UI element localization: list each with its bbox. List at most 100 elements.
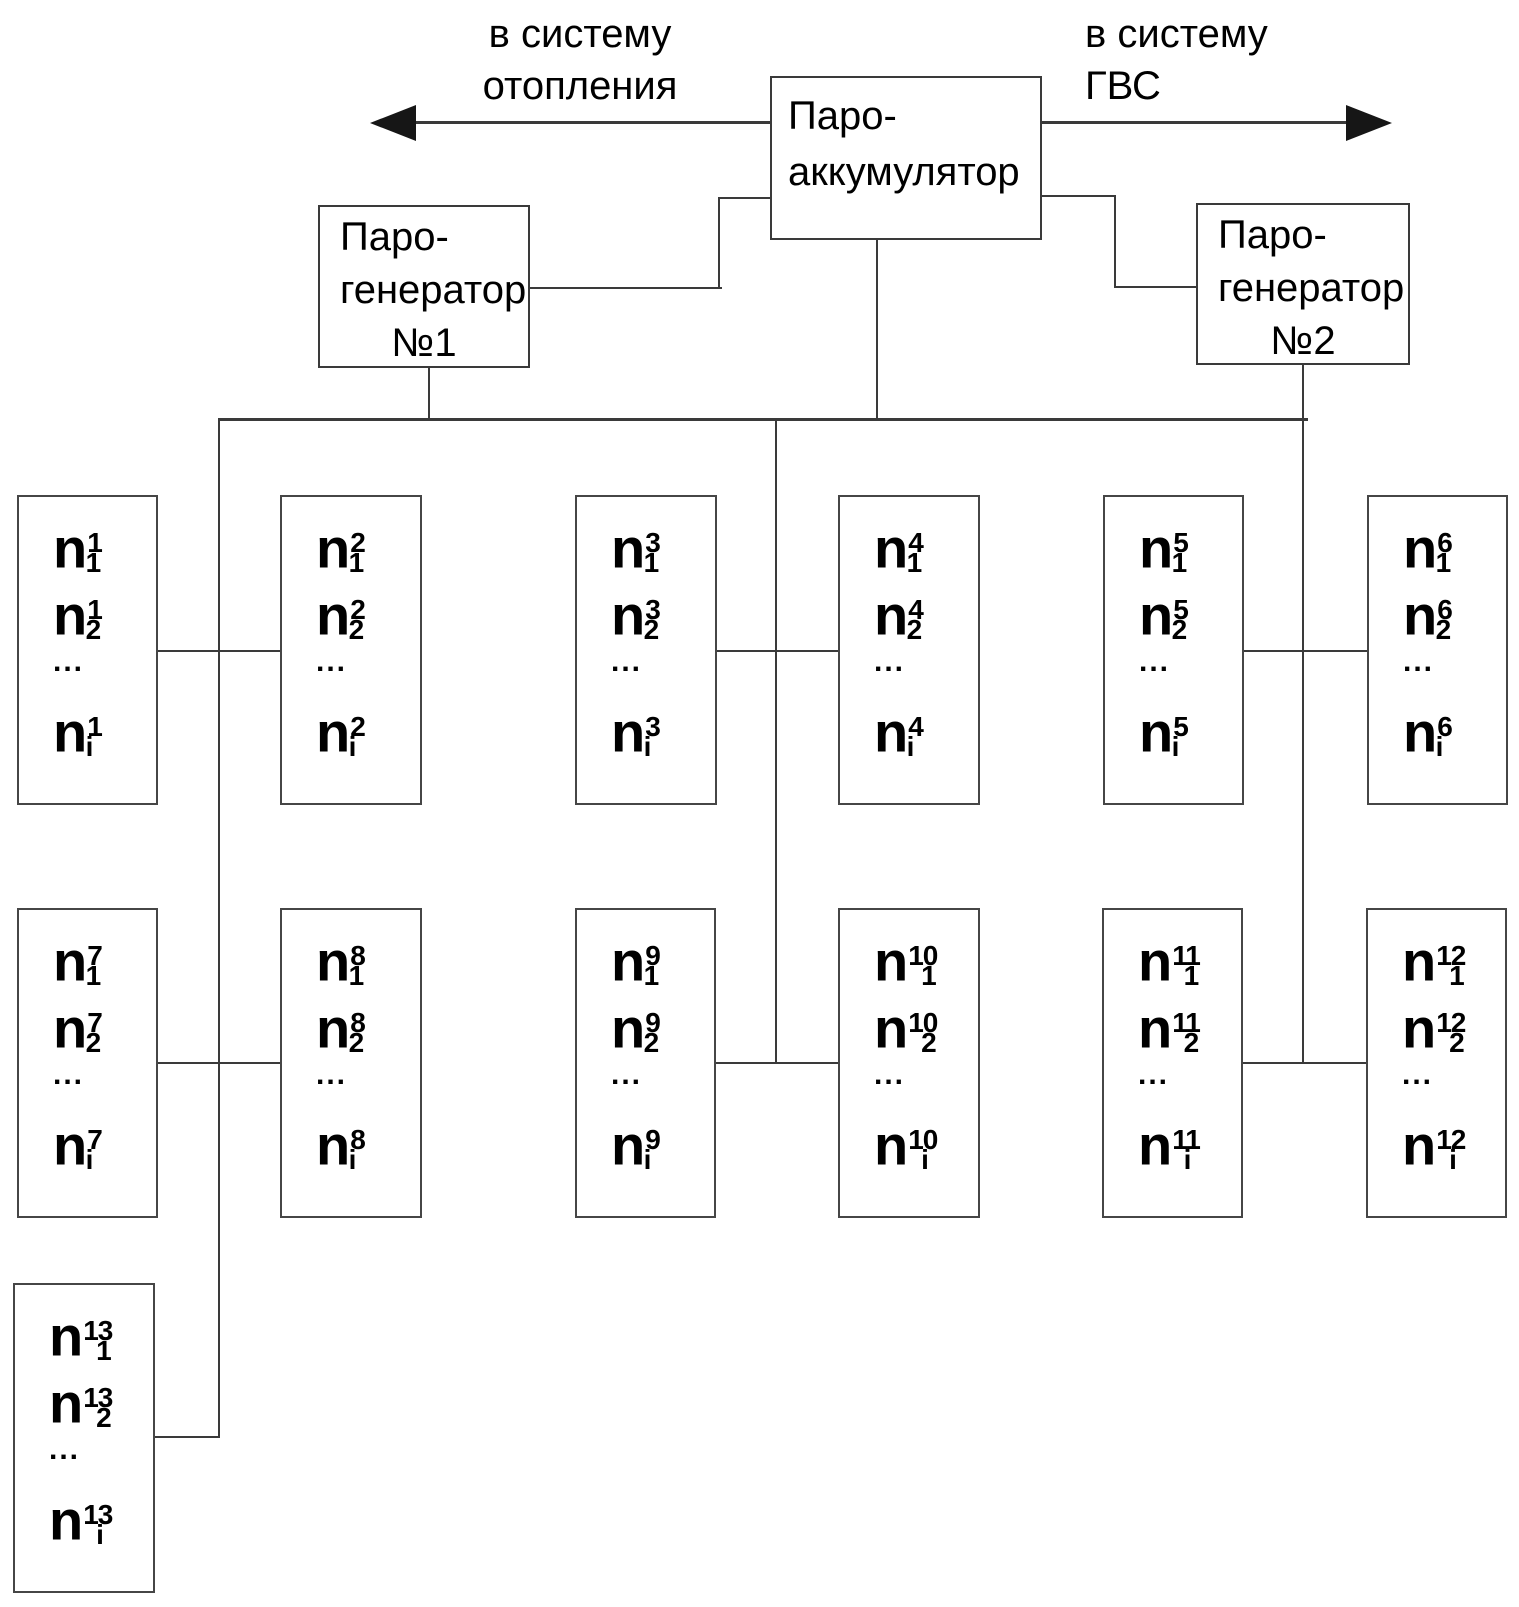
ellipsis-label: ... [1402, 1058, 1434, 1091]
ellipsis-label: ... [874, 1058, 906, 1091]
arrow-left-head-icon [370, 105, 416, 141]
n-box-2: n21 n22 ... n2i [280, 495, 422, 805]
n-label: n42 [874, 583, 924, 647]
ellipsis-label: ... [316, 1058, 348, 1091]
n-label: n72 [53, 996, 103, 1060]
label-to-gvs-line1: в систему [1085, 12, 1268, 56]
connector-accumulator-drop [876, 240, 878, 420]
n-box-7: n71 n72 ... n7i [17, 908, 158, 1218]
n-box-3: n31 n32 ... n3i [575, 495, 717, 805]
n-label: n32 [611, 583, 661, 647]
n-label: n61 [1403, 516, 1453, 580]
n-label: n1i [53, 700, 103, 764]
n-label: n2i [316, 700, 366, 764]
label-to-gvs-line2: ГВС [1085, 64, 1161, 108]
connector-row1-box5-box6 [1243, 650, 1367, 652]
bus-middle-vertical-line [775, 418, 777, 1064]
connector-row1-box1-box2 [158, 650, 280, 652]
n-box-5: n51 n52 ... n5i [1103, 495, 1244, 805]
n-label: n112 [1138, 996, 1201, 1060]
label-to-heating-line1: в систему [488, 12, 672, 56]
label-to-heating-system: в систему отопления [420, 8, 740, 112]
generator1-label-line2: генератор [340, 268, 527, 312]
ellipsis-label: ... [49, 1433, 81, 1466]
n-label: n41 [874, 516, 924, 580]
n-box-10: n101 n102 ... n10i [838, 908, 980, 1218]
n-label: n8i [316, 1113, 366, 1177]
steam-generator2-box: Паро- генератор №2 [1196, 203, 1410, 365]
n-box-13: n131 n132 ... n13i [13, 1283, 155, 1593]
connector-gen1-drop [428, 368, 430, 420]
connector-gen1-step-horizontal [530, 287, 722, 289]
connector-gen2-drop-long [1302, 364, 1304, 1064]
n-label: n11 [53, 516, 103, 580]
n-label: n11i [1138, 1113, 1201, 1177]
n-label: n121 [1402, 929, 1466, 993]
accumulator-label-line2: аккумулятор [788, 150, 1020, 194]
n-label: n31 [611, 516, 661, 580]
generator2-label-line2: генератор [1218, 266, 1405, 310]
n-label: n6i [1403, 700, 1453, 764]
n-box-4: n41 n42 ... n4i [838, 495, 980, 805]
generator2-label-line3: №2 [1270, 319, 1336, 363]
n-label: n102 [874, 996, 938, 1060]
connector-row2-box11-box12 [1243, 1062, 1366, 1064]
label-to-heating-line2: отопления [482, 64, 678, 108]
n-label: n13i [49, 1488, 113, 1552]
ellipsis-label: ... [53, 645, 85, 678]
n-label: n122 [1402, 996, 1466, 1060]
ellipsis-label: ... [874, 645, 906, 678]
connector-gen2-step-horizontal [1114, 286, 1198, 288]
n-label: n81 [316, 929, 366, 993]
n-label: n51 [1139, 516, 1189, 580]
accumulator-label-line1: Паро- [788, 94, 897, 138]
arrow-right-line [1040, 121, 1352, 124]
connector-gen1-step-vertical [718, 197, 720, 289]
ellipsis-label: ... [316, 645, 348, 678]
generator1-label-line1: Паро- [340, 215, 449, 259]
n-label: n82 [316, 996, 366, 1060]
n-label: n91 [611, 929, 661, 993]
connector-row2-box7-box8 [157, 1062, 280, 1064]
n-box-1: n11 n12 ... n1i [17, 495, 158, 805]
n-label: n62 [1403, 583, 1453, 647]
generator1-label-line3: №1 [391, 321, 457, 365]
n-label: n52 [1139, 583, 1189, 647]
arrow-right-head-icon [1346, 105, 1392, 141]
ellipsis-label: ... [53, 1058, 85, 1091]
ellipsis-label: ... [1403, 645, 1435, 678]
n-label: n111 [1138, 929, 1201, 993]
n-label: n12i [1402, 1113, 1466, 1177]
label-to-gvs-system: в систему ГВС [1085, 8, 1268, 112]
ellipsis-label: ... [611, 1058, 643, 1091]
bus-left-vertical-line [218, 418, 220, 1438]
n-label: n101 [874, 929, 938, 993]
n-label: n12 [53, 583, 103, 647]
n-box-6: n61 n62 ... n6i [1367, 495, 1508, 805]
n-label: n10i [874, 1113, 938, 1177]
n-label: n21 [316, 516, 366, 580]
n-label: n131 [49, 1304, 113, 1368]
connector-row2-box9-box10 [715, 1062, 838, 1064]
connector-gen1-to-accumulator [718, 197, 772, 199]
steam-accumulator-box: Паро- аккумулятор [770, 76, 1042, 240]
bus-horizontal-line [218, 418, 1308, 421]
connector-accumulator-to-gen2 [1040, 195, 1116, 197]
ellipsis-label: ... [611, 645, 643, 678]
n-label: n7i [53, 1113, 103, 1177]
connector-gen2-step-vertical [1114, 195, 1116, 288]
n-label: n132 [49, 1371, 113, 1435]
n-box-8: n81 n82 ... n8i [280, 908, 422, 1218]
n-label: n22 [316, 583, 366, 647]
connector-row1-box3-box4 [717, 650, 838, 652]
n-box-11: n111 n112 ... n11i [1102, 908, 1243, 1218]
n-label: n4i [874, 700, 924, 764]
generator2-label-line1: Паро- [1218, 213, 1327, 257]
arrow-left-line [380, 121, 772, 124]
n-box-9: n91 n92 ... n9i [575, 908, 716, 1218]
n-label: n9i [611, 1113, 661, 1177]
n-label: n92 [611, 996, 661, 1060]
ellipsis-label: ... [1138, 1058, 1170, 1091]
n-box-12: n121 n122 ... n12i [1366, 908, 1507, 1218]
